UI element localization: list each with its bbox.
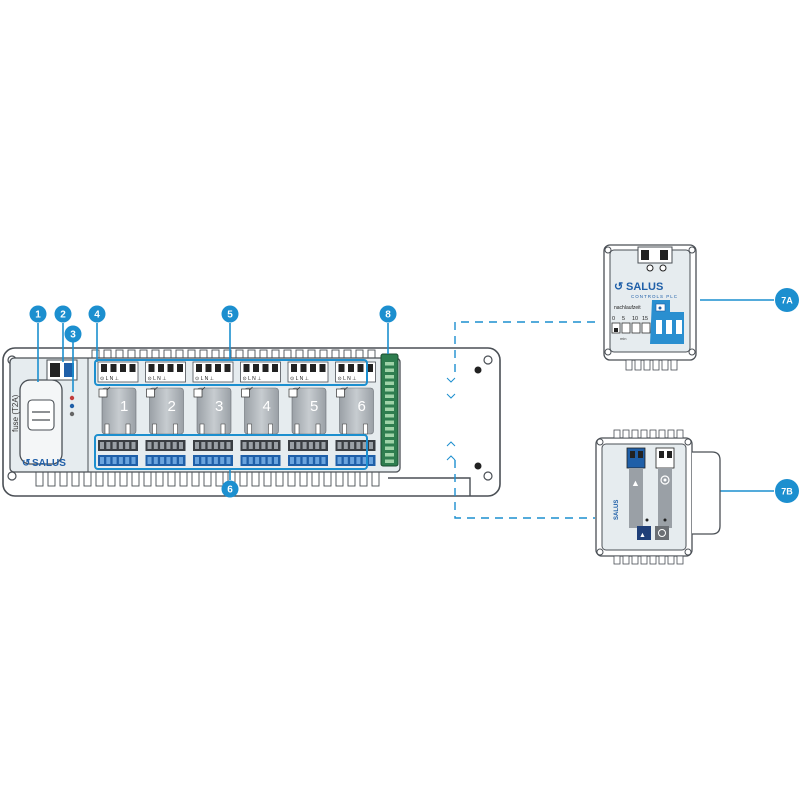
thermostat-icon xyxy=(193,388,203,398)
nachlaufzeit-label: nachlaufzeit xyxy=(614,305,641,311)
pcb-connector[interactable] xyxy=(380,353,399,467)
mount-hole xyxy=(7,471,17,481)
svg-text:8: 8 xyxy=(385,310,391,321)
svg-text:SALUS: SALUS xyxy=(614,500,620,520)
zone-number: 2 xyxy=(168,398,176,415)
terminal-legend: ⊙ L N ⊥ xyxy=(195,376,214,382)
module-7b[interactable]: ▲ SALUS ▲ xyxy=(595,429,721,565)
screw-point xyxy=(474,366,482,374)
zone-channel-3[interactable]: ⊙ L N ⊥ 3 xyxy=(192,361,234,466)
module-7a[interactable]: ↺ SALUS CONTROLS PLC nachlaufzeit 0 5 10 15… xyxy=(603,244,697,371)
svg-text:CONTROLS PLC: CONTROLS PLC xyxy=(631,294,678,299)
terminal-legend: ⊙ L N ⊥ xyxy=(148,376,167,382)
svg-text:1: 1 xyxy=(35,310,41,321)
svg-text:↺: ↺ xyxy=(614,281,623,293)
svg-text:4: 4 xyxy=(94,310,100,321)
svg-text:min: min xyxy=(620,336,626,341)
pump-icon xyxy=(660,475,670,485)
fuse-holder[interactable]: fuse (T2A) xyxy=(11,379,63,465)
status-leds xyxy=(69,395,75,417)
callout-7A: 7A xyxy=(775,288,799,312)
thermostat-icon xyxy=(336,388,345,398)
salus-logo: ↺ SALUS xyxy=(22,458,66,469)
screw-point xyxy=(474,462,482,470)
direction-markers xyxy=(446,377,456,461)
callout-3: 3 xyxy=(64,325,82,343)
callout-5: 5 xyxy=(221,305,239,323)
svg-text:↺: ↺ xyxy=(22,458,30,469)
svg-text:7A: 7A xyxy=(781,296,793,306)
svg-text:SALUS: SALUS xyxy=(32,458,66,469)
zone-number: 1 xyxy=(120,398,128,415)
scale-value: 5 xyxy=(622,316,625,322)
thermostat-icon xyxy=(146,388,155,398)
svg-text:5: 5 xyxy=(227,310,233,321)
svg-text:6: 6 xyxy=(227,485,233,496)
callout-4: 4 xyxy=(88,305,106,323)
callout-1: 1 xyxy=(29,305,47,323)
thermostat-icon xyxy=(241,388,250,398)
scale-value: 15 xyxy=(642,316,648,322)
svg-text:3: 3 xyxy=(70,330,76,341)
callout-8: 8 xyxy=(379,305,397,323)
thermostat-icon xyxy=(98,388,108,398)
zone-channel-6[interactable]: ⊙ L N ⊥ 6 xyxy=(335,361,376,466)
flame-icon: ▲ xyxy=(631,478,640,488)
callout-6: 6 xyxy=(221,480,239,498)
callout-leaders xyxy=(37,299,774,492)
zone-number: 5 xyxy=(310,398,318,415)
terminal-legend: ⊙ L N ⊥ xyxy=(243,376,262,382)
svg-text:7B: 7B xyxy=(781,487,793,497)
highlight-box-terminals-top xyxy=(94,359,368,386)
terminal-legend: ⊙ L N ⊥ xyxy=(290,376,309,382)
timer-scale: 0 5 10 15 xyxy=(612,316,648,322)
scale-value: 10 xyxy=(632,316,638,322)
zone-number: 6 xyxy=(358,398,366,415)
zone-channel-1[interactable]: ⊙ L N ⊥ 1 xyxy=(97,361,139,466)
top-cooling-fins xyxy=(91,349,376,359)
dip-switches xyxy=(611,322,651,334)
terminal-legend: ⊙ L N ⊥ xyxy=(100,376,119,382)
mount-hole xyxy=(483,355,493,365)
mains-terminal[interactable] xyxy=(46,359,78,381)
zone-number: 4 xyxy=(263,398,271,415)
dashed-connection-lines xyxy=(454,321,595,519)
led-grey xyxy=(69,411,75,417)
terminal-legend: ⊙ L N ⊥ xyxy=(338,376,357,382)
svg-text:SALUS: SALUS xyxy=(626,281,663,293)
callout-2: 2 xyxy=(54,305,72,323)
zone-channel-4[interactable]: ⊙ L N ⊥ 4 xyxy=(240,361,281,466)
highlight-box-terminals-bottom xyxy=(94,434,368,470)
zone-channel-5[interactable]: ⊙ L N ⊥ 5 xyxy=(287,361,329,466)
callout-7B: 7B xyxy=(775,479,799,503)
svg-text:▲: ▲ xyxy=(639,532,646,539)
zone-channels: ⊙ L N ⊥ 1 ⊙ L N ⊥ 2 ⊙ L N ⊥ 3 ⊙ L N ⊥ 4 ⊙ L N ⊥ 5… xyxy=(97,361,376,466)
mount-hole xyxy=(483,471,493,481)
fuse-label: fuse (T2A) xyxy=(11,394,20,432)
thermostat-icon xyxy=(288,388,298,398)
bottom-cooling-fins xyxy=(35,471,380,487)
led-blue xyxy=(69,403,75,409)
zone-channel-2[interactable]: ⊙ L N ⊥ 2 xyxy=(145,361,186,466)
led-red xyxy=(69,395,75,401)
scale-value: 0 xyxy=(612,316,615,322)
zone-number: 3 xyxy=(215,398,223,415)
svg-text:2: 2 xyxy=(60,310,66,321)
